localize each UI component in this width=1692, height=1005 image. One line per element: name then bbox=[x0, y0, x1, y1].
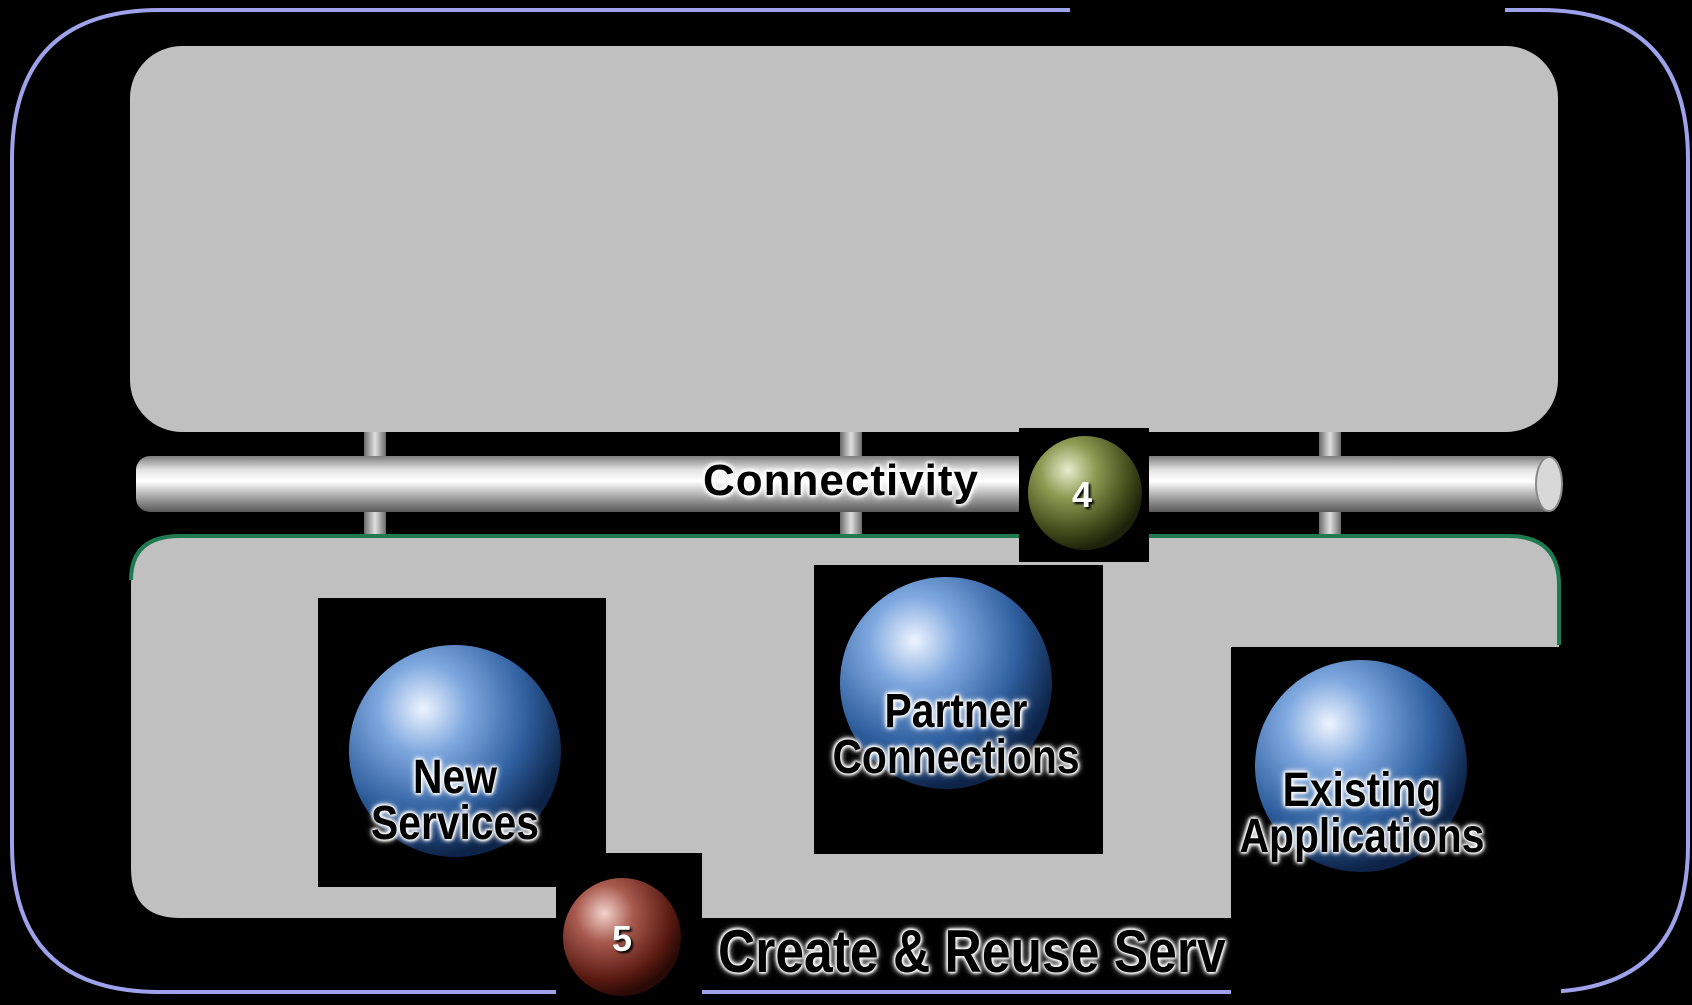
connectivity-label: Connectivity bbox=[702, 456, 980, 505]
outer-frame bbox=[10, 8, 1690, 994]
partner-connections-line1: Partner bbox=[884, 685, 1028, 738]
existing-applications-sphere bbox=[1255, 660, 1467, 872]
connectivity-bus bbox=[136, 456, 1560, 512]
new-services-sphere bbox=[349, 645, 561, 857]
new-services-label: New Services bbox=[353, 754, 557, 848]
existing-applications-line1: Existing bbox=[1282, 764, 1442, 817]
create-reuse-label: Create & Reuse Serv bbox=[718, 918, 1226, 985]
new-services-line2: Services bbox=[371, 797, 539, 850]
new-services-line1: New bbox=[413, 751, 497, 804]
footer-crop bbox=[1231, 900, 1561, 1000]
badge-5-number: 5 bbox=[611, 918, 633, 959]
top-panel bbox=[130, 46, 1558, 432]
existing-applications-line2: Applications bbox=[1239, 810, 1485, 863]
badge-4-ball bbox=[1028, 436, 1142, 550]
partner-connections-line2: Connections bbox=[832, 731, 1080, 784]
badge-4-number: 4 bbox=[1071, 474, 1093, 515]
existing-applications-label: Existing Applications bbox=[1235, 767, 1490, 861]
partner-connections-sphere bbox=[840, 577, 1052, 789]
bottom-panel-border bbox=[129, 534, 1561, 645]
badge-5-ball bbox=[563, 878, 681, 996]
bus-end-cap bbox=[1535, 456, 1563, 512]
partner-connections-label: Partner Connections bbox=[820, 688, 1092, 782]
